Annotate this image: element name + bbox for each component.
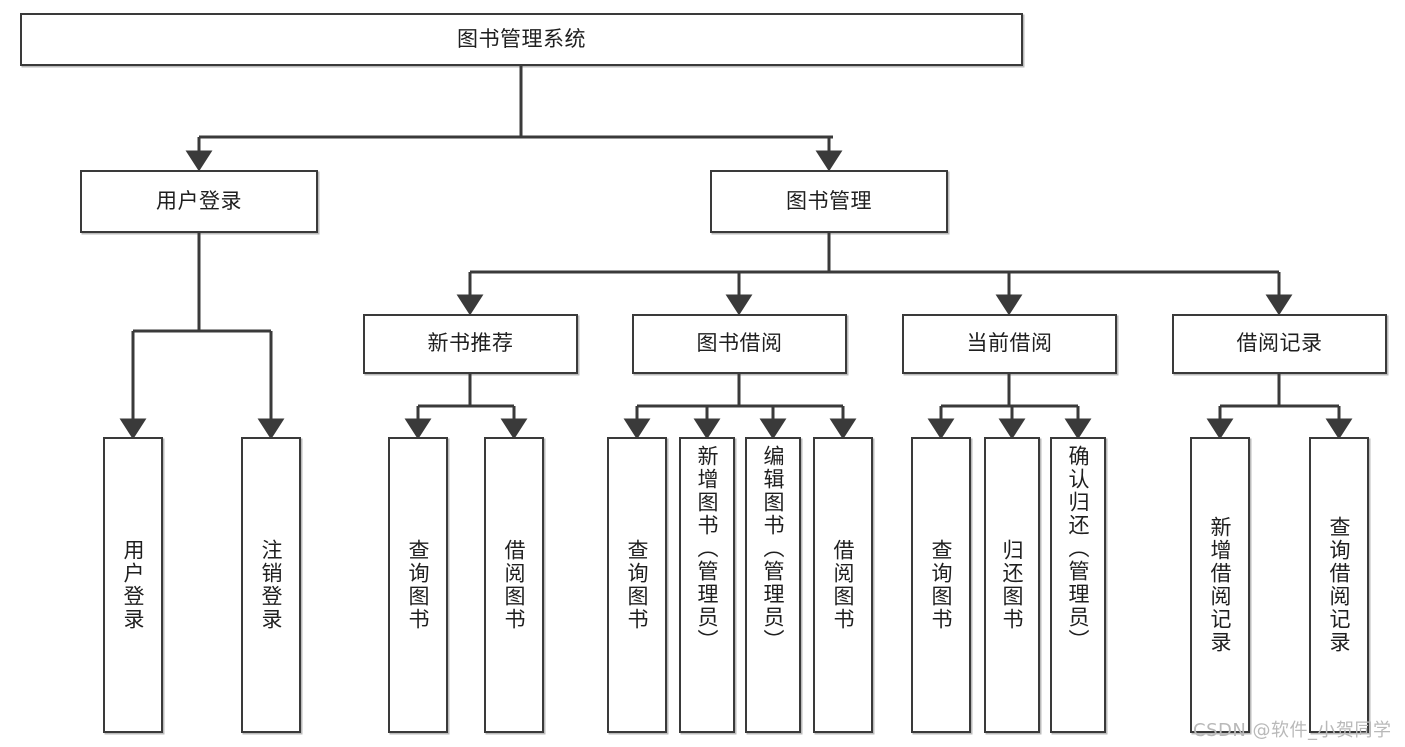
node-label: 查询图书 <box>625 539 650 631</box>
node-label: 用户登录 <box>156 188 242 213</box>
node-label: 借阅图书 <box>502 539 527 631</box>
node-label: 新增图书（管理员） <box>695 445 720 652</box>
node-label: 当前借阅 <box>966 331 1053 356</box>
node-label: 注销登录 <box>259 539 284 631</box>
leaf-return-book[interactable]: 归还图书 <box>984 437 1040 733</box>
leaf-edit-book-admin[interactable]: 编辑图书（管理员） <box>745 437 801 733</box>
leaf-query-borrow-record[interactable]: 查询借阅记录 <box>1309 437 1369 733</box>
node-root-system[interactable]: 图书管理系统 <box>20 13 1023 66</box>
node-book-borrow[interactable]: 图书借阅 <box>632 314 847 374</box>
leaf-add-book-admin[interactable]: 新增图书（管理员） <box>679 437 735 733</box>
node-book-management[interactable]: 图书管理 <box>710 170 948 233</box>
node-label: 新增借阅记录 <box>1208 516 1233 654</box>
leaf-query-book-recommend[interactable]: 查询图书 <box>388 437 448 733</box>
node-user-login[interactable]: 用户登录 <box>80 170 318 233</box>
leaf-query-book-borrow[interactable]: 查询图书 <box>607 437 667 733</box>
node-new-book-recommend[interactable]: 新书推荐 <box>363 314 578 374</box>
node-label: 图书管理 <box>786 188 872 213</box>
node-label: 编辑图书（管理员） <box>761 445 786 652</box>
node-label: 图书管理系统 <box>457 26 586 51</box>
leaf-borrow-book[interactable]: 借阅图书 <box>813 437 873 733</box>
leaf-confirm-return-admin[interactable]: 确认归还（管理员） <box>1050 437 1106 733</box>
node-borrow-record[interactable]: 借阅记录 <box>1172 314 1387 374</box>
leaf-user-logout[interactable]: 注销登录 <box>241 437 301 733</box>
node-label: 图书借阅 <box>696 331 783 356</box>
node-label: 借阅记录 <box>1236 331 1323 356</box>
node-label: 归还图书 <box>1000 539 1025 631</box>
node-label: 确认归还（管理员） <box>1066 445 1091 652</box>
node-label: 查询借阅记录 <box>1327 516 1352 654</box>
leaf-query-book-current[interactable]: 查询图书 <box>911 437 971 733</box>
node-label: 查询图书 <box>929 539 954 631</box>
leaf-user-login[interactable]: 用户登录 <box>103 437 163 733</box>
node-label: 查询图书 <box>406 539 431 631</box>
node-current-borrow[interactable]: 当前借阅 <box>902 314 1117 374</box>
watermark-text: CSDN @软件_小贺同学 <box>1193 720 1392 741</box>
leaf-borrow-book-recommend[interactable]: 借阅图书 <box>484 437 544 733</box>
node-label: 新书推荐 <box>427 331 514 356</box>
leaf-add-borrow-record[interactable]: 新增借阅记录 <box>1190 437 1250 733</box>
node-label: 借阅图书 <box>831 539 856 631</box>
node-label: 用户登录 <box>121 539 146 631</box>
